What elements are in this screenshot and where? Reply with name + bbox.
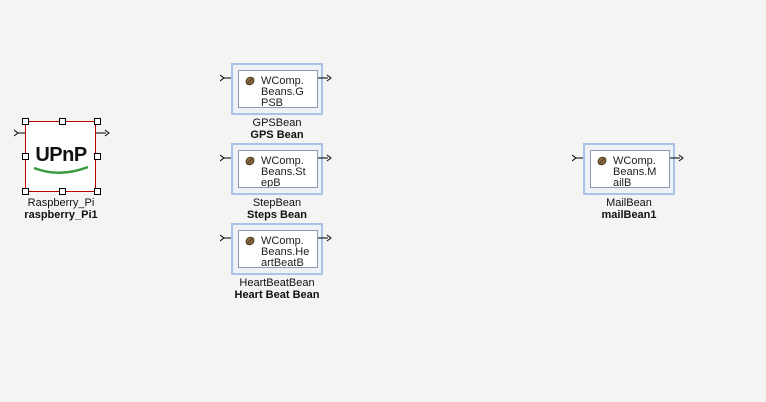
bean-caption: HeartBeatBean Heart Beat Bean (192, 277, 362, 301)
resize-handle-top[interactable] (59, 118, 66, 125)
resize-handle-top-right[interactable] (94, 118, 101, 125)
bean-type-label: GPSBean (252, 117, 302, 129)
resize-handle-left[interactable] (22, 153, 29, 160)
output-port-icon[interactable] (318, 74, 332, 82)
bean-inner: WComp. Beans.G PSB (238, 70, 318, 108)
resize-handle-bottom[interactable] (59, 188, 66, 195)
upnp-logo-icon: UPnP (35, 144, 87, 166)
bean-box[interactable]: WComp. Beans.He artBeatB (231, 223, 323, 275)
resize-handle-top-left[interactable] (22, 118, 29, 125)
bean-instance-name: mailBean1 (601, 209, 657, 221)
upnp-device-box[interactable]: UPnP (25, 121, 96, 192)
bean-inner: WComp. Beans.M ailB (590, 150, 670, 188)
bean-instance-name: Heart Beat Bean (234, 289, 320, 301)
coffee-bean-icon (245, 156, 255, 166)
output-port-icon[interactable] (318, 234, 332, 242)
bean-inner: WComp. Beans.He artBeatB (238, 230, 318, 268)
bean-box[interactable]: WComp. Beans.M ailB (583, 143, 675, 195)
resize-handle-right[interactable] (94, 153, 101, 160)
device-type-label: Raspberry_Pi (27, 197, 95, 209)
bean-class-text: WComp. Beans.He artBeatB (261, 235, 310, 268)
bean-type-label: StepBean (252, 197, 302, 209)
bean-class-text: WComp. Beans.G PSB (261, 75, 304, 108)
bean-type-label: HeartBeatBean (239, 277, 315, 289)
coffee-bean-icon (245, 236, 255, 246)
bean-caption: GPSBean GPS Bean (192, 117, 362, 141)
resize-handle-bottom-right[interactable] (94, 188, 101, 195)
device-instance-name: raspberry_Pi1 (24, 209, 98, 221)
bean-inner: WComp. Beans.St epB (238, 150, 318, 188)
bean-box[interactable]: WComp. Beans.G PSB (231, 63, 323, 115)
output-port-icon[interactable] (670, 154, 684, 162)
output-port-icon[interactable] (318, 154, 332, 162)
bean-class-text: WComp. Beans.M ailB (613, 155, 657, 188)
bean-type-label: MailBean (606, 197, 652, 209)
coffee-bean-icon (245, 76, 255, 86)
upnp-swoosh-icon (33, 166, 89, 174)
bean-caption: StepBean Steps Bean (192, 197, 362, 221)
resize-handle-bottom-left[interactable] (22, 188, 29, 195)
bean-instance-name: Steps Bean (247, 209, 307, 221)
bean-instance-name: GPS Bean (250, 129, 304, 141)
coffee-bean-icon (597, 156, 607, 166)
output-port-icon[interactable] (96, 129, 110, 137)
bean-caption: MailBean mailBean1 (544, 197, 714, 221)
device-caption: Raspberry_Pi raspberry_Pi1 (0, 197, 146, 221)
bean-class-text: WComp. Beans.St epB (261, 155, 306, 188)
bean-box[interactable]: WComp. Beans.St epB (231, 143, 323, 195)
